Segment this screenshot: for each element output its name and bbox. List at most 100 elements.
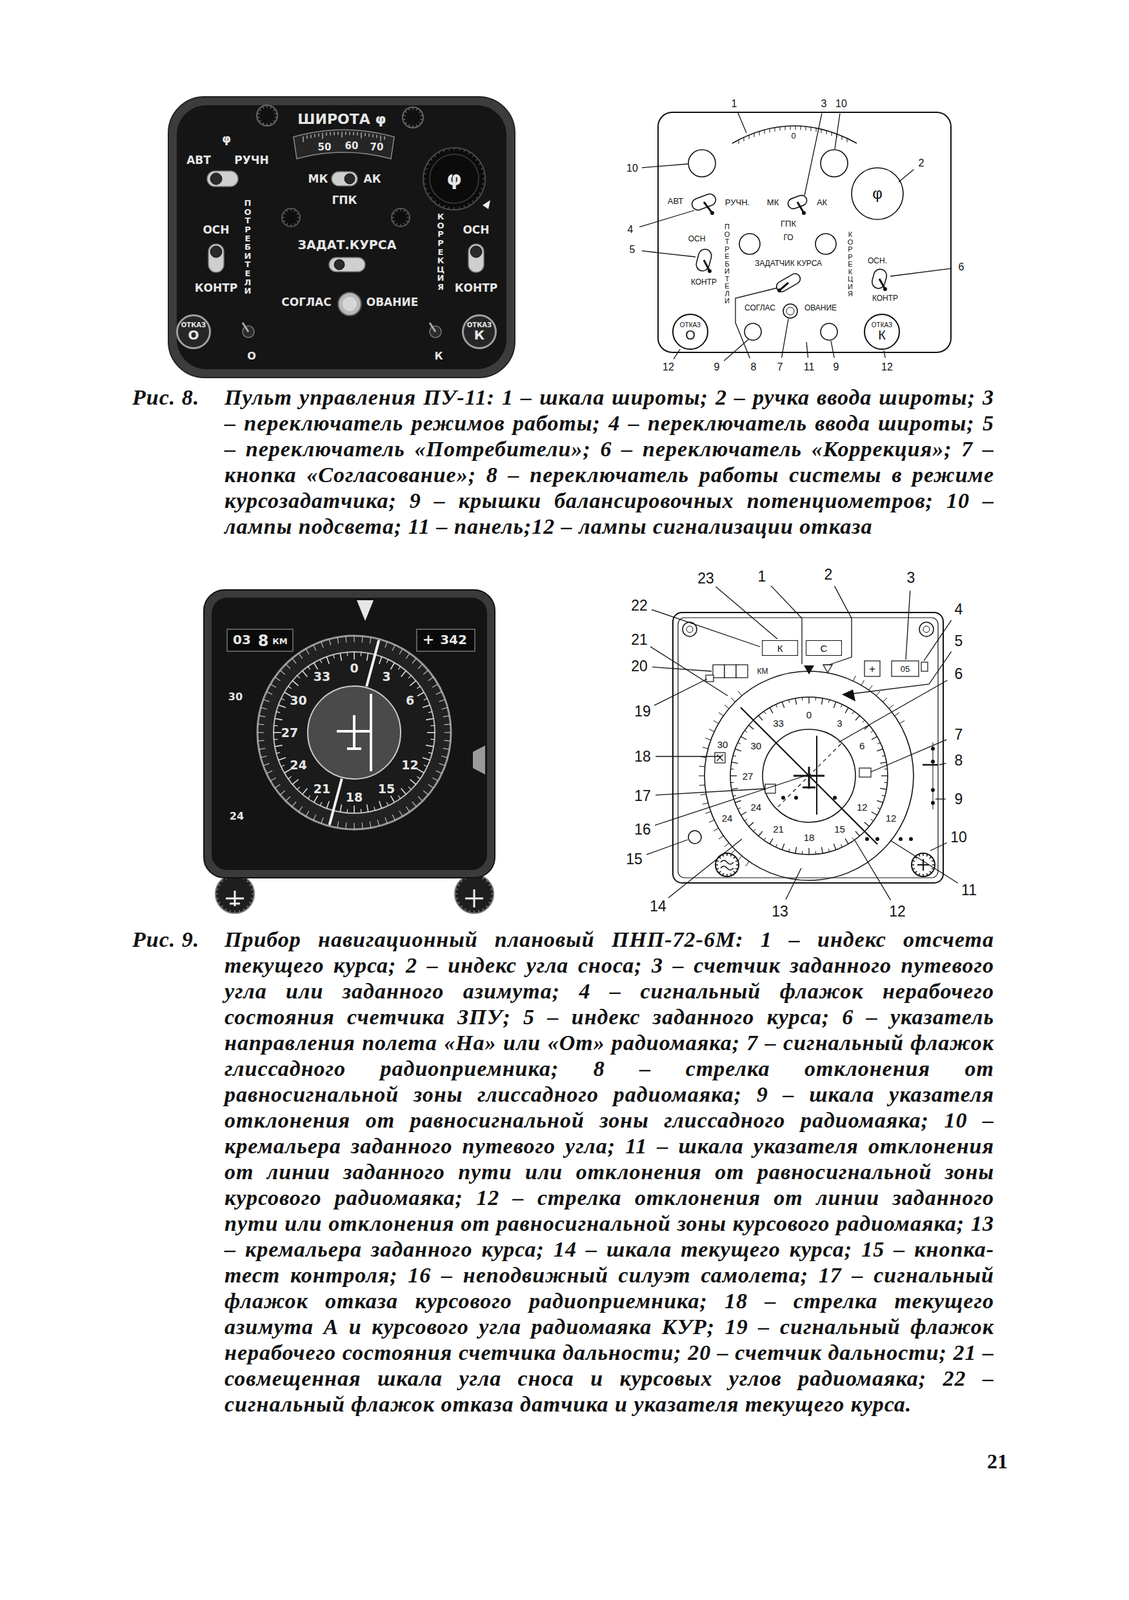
knob-ridge [272,109,275,111]
drift-index [823,664,833,673]
knob-ridge [472,154,475,157]
knob-ridge [416,124,418,128]
bearing-mark [716,754,724,761]
knob-ridge [912,867,915,870]
failure-lamp: ОТКАЗО [176,314,211,350]
panel-marking: φ [221,132,231,145]
knob-ridge [716,859,719,862]
bezel-tick [412,801,417,807]
bearing-window [714,752,726,763]
card-tick [808,696,810,704]
knob-ridge [454,892,458,895]
leader-line [641,163,688,168]
knob-ridge [418,121,421,124]
card-tick [731,787,739,790]
switch-outline [774,271,803,294]
bezel-tick [258,747,266,750]
panel-marking: φ [446,169,462,189]
leader-line [930,842,948,851]
knob-ridge [485,879,488,882]
bezel-tick [285,663,291,669]
knob-rim [429,154,479,204]
card-tick [737,741,741,744]
compass-number: 27 [281,726,299,739]
card-tick [815,696,817,700]
card-tick [307,666,310,670]
leader-line [883,350,886,358]
knob-ridge [489,883,491,886]
bezel-tick [313,644,317,651]
knob-ridge [290,208,292,211]
figure-caption: Рис. 8.Пульт управления ПУ-11: 1 – шкала… [132,384,995,540]
knob-ridge [225,908,227,911]
knob-ridge [482,876,484,879]
knob-ridge [448,148,450,151]
bezel-tick [436,691,442,695]
switch-tip [707,269,712,273]
switch-tip [710,210,715,215]
aircraft-symbol [336,714,372,750]
knob-ridge [443,205,445,208]
leader-line [854,839,891,900]
compass-number: 18 [803,832,815,842]
knob-ridge [416,108,418,111]
knob-ridge [929,856,932,859]
callout-number: 3 [907,570,916,586]
card-tick [845,838,849,844]
knob-symbol [465,889,484,908]
card-tick [326,656,330,664]
panel-marking: ШИРОТА φ [297,112,386,127]
scale-tick [743,137,745,142]
knob-ridge [715,863,719,866]
scale-tick [795,125,797,130]
scale-tick [821,129,822,133]
callout-number: 7 [777,361,784,373]
knob-ridge [283,212,286,215]
scale-tick [754,132,755,137]
azimuth-needle [740,707,878,844]
bezel-tick [345,636,347,643]
scale-tick [364,132,366,137]
leader-line [785,867,802,900]
potentiometer-cover [820,323,838,340]
panel-marking: 24 [229,810,244,822]
card-tick [753,829,757,832]
knob-ridge [490,898,493,899]
callout-number: 2 [824,567,833,582]
card-tick [339,803,342,812]
counter-window [416,629,475,651]
toggle-lever [210,245,222,258]
scale-marking: АВТ [667,196,684,206]
bezel-tick [321,641,324,648]
card-tick [732,794,737,796]
scale-tick [779,126,781,131]
card-tick [430,738,435,740]
knob [215,874,255,913]
bezel-tick [418,663,423,669]
bezel-tick [443,747,450,750]
card-tick [347,809,349,813]
scale-tick [318,133,319,137]
callout-number: 18 [634,749,651,764]
knob-ridge [406,212,409,215]
knob-ridge [478,163,481,165]
knob-ridge [434,200,437,203]
scale-marking: 30 [717,739,729,750]
drift-scale-ring [704,670,914,880]
panel-marking: О [247,350,257,362]
scale-tick [352,131,354,135]
panel-marking: КОНТР [194,282,239,294]
callout-number: 2 [918,158,925,169]
bezel-tick [423,790,429,795]
lamp-letter: К [474,328,485,342]
scale-dot [832,795,837,800]
callout-number: 19 [634,703,651,719]
bezel-tick [298,652,303,659]
knob-ridge [218,901,220,904]
knob-ridge [932,863,935,866]
knob-ridge [396,223,398,226]
leader-line [838,679,948,742]
lamp-caption: ОТКАЗ [679,321,701,329]
bezel-tick [399,810,403,817]
card-tick [758,715,763,721]
